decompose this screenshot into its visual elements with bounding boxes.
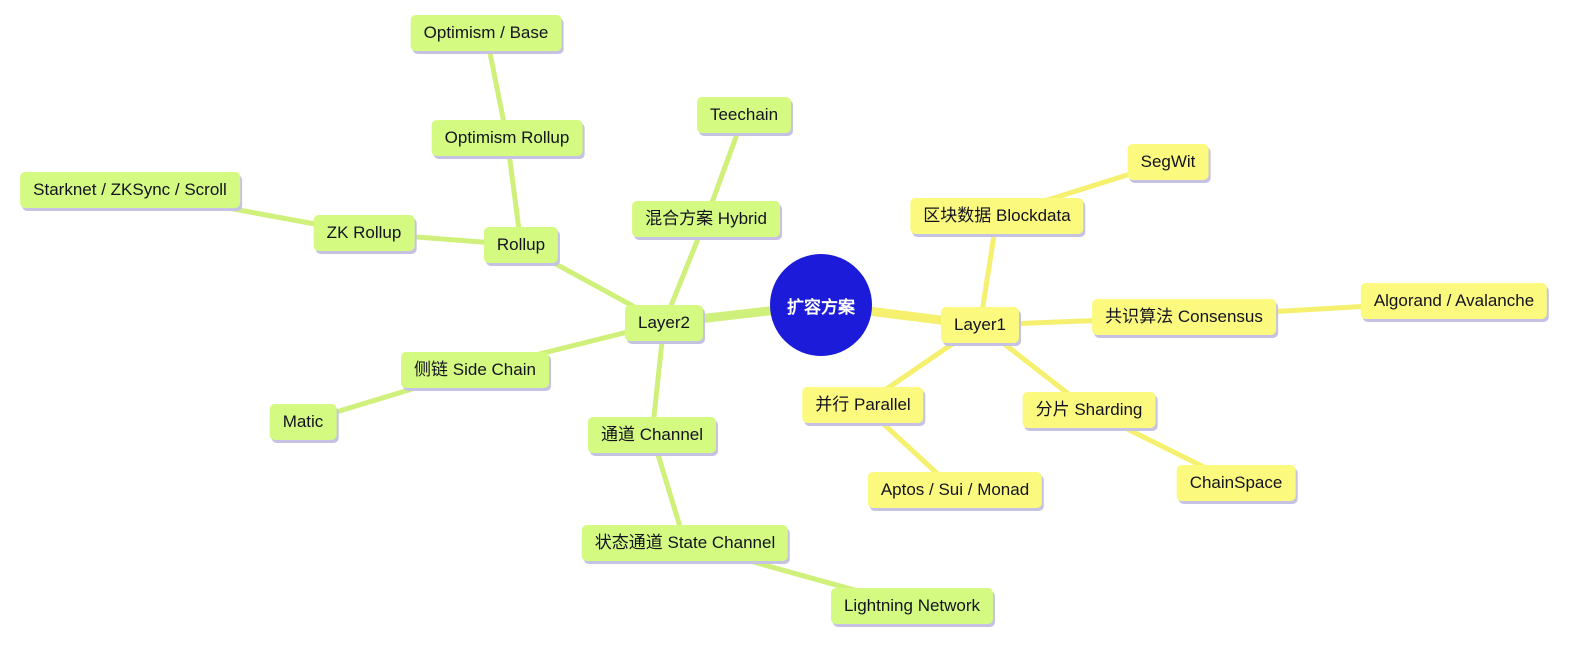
node-center[interactable]: 扩容方案	[770, 254, 872, 356]
node-matic[interactable]: Matic	[269, 404, 337, 440]
node-optimism-rollup[interactable]: Optimism Rollup	[431, 120, 583, 156]
node-teechain[interactable]: Teechain	[696, 97, 792, 133]
node-hybrid[interactable]: 混合方案 Hybrid	[632, 201, 780, 237]
node-parallel[interactable]: 并行 Parallel	[802, 387, 924, 423]
node-blockdata[interactable]: 区块数据 Blockdata	[910, 198, 1084, 234]
node-lightning-network[interactable]: Lightning Network	[830, 588, 994, 624]
edge-layer1-blockdata	[977, 213, 1000, 328]
node-aptos-sui-monad[interactable]: Aptos / Sui / Monad	[867, 472, 1043, 508]
node-layer1[interactable]: Layer1	[941, 307, 1019, 343]
node-sharding[interactable]: 分片 Sharding	[1022, 392, 1156, 428]
node-channel[interactable]: 通道 Channel	[587, 417, 717, 453]
node-rollup[interactable]: Rollup	[483, 227, 559, 263]
node-state-channel[interactable]: 状态通道 State Channel	[581, 525, 789, 561]
node-algorand-avalanche[interactable]: Algorand / Avalanche	[1360, 283, 1548, 319]
node-segwit[interactable]: SegWit	[1127, 144, 1209, 180]
node-consensus[interactable]: 共识算法 Consensus	[1092, 299, 1276, 335]
node-optimism-base[interactable]: Optimism / Base	[410, 15, 562, 51]
node-chainspace[interactable]: ChainSpace	[1176, 465, 1296, 501]
node-starknet-zksync-scroll[interactable]: Starknet / ZKSync / Scroll	[20, 172, 240, 208]
edge-layer2-channel	[649, 320, 667, 438]
node-zk-rollup[interactable]: ZK Rollup	[313, 215, 415, 251]
node-layer2[interactable]: Layer2	[625, 305, 703, 341]
node-side-chain[interactable]: 侧链 Side Chain	[401, 352, 549, 388]
